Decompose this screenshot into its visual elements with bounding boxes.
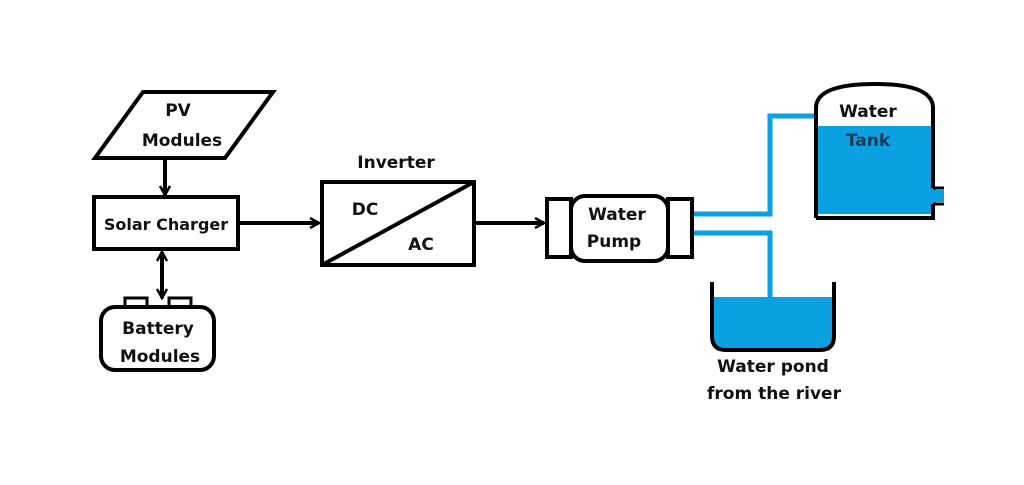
solar-charger: Solar Charger [92, 195, 240, 251]
pipe-from-pond [692, 230, 773, 298]
pond-label-line1: Water pond [717, 357, 829, 377]
battery-label-line2: Modules [120, 347, 200, 367]
water-pond: Water pond from the river [707, 282, 842, 404]
pond-label-line2: from the river [707, 384, 842, 404]
charger-label: Solar Charger [104, 215, 228, 234]
battery-label-line1: Battery [122, 319, 194, 339]
pv-label-line2: Modules [142, 131, 222, 151]
inverter-title: Inverter [357, 153, 435, 173]
tank-label-line1: Water [839, 102, 897, 122]
inverter-dc-label: DC [352, 200, 379, 220]
pump-label-line2: Pump [587, 232, 641, 252]
pipe-to-tank [692, 113, 816, 217]
inverter-ac-label: AC [408, 235, 434, 255]
pump-label-line1: Water [588, 205, 646, 225]
pv-label-line1: PV [165, 101, 191, 121]
water-pump: Water Pump [545, 194, 694, 263]
inverter: Inverter DC AC [320, 153, 476, 267]
battery-modules: Battery Modules [99, 296, 216, 372]
pv-modules: PV Modules [91, 90, 277, 160]
water-tank: Water Tank [814, 81, 944, 220]
tank-label-line2: Tank [846, 131, 891, 151]
water-pipes [692, 113, 816, 298]
